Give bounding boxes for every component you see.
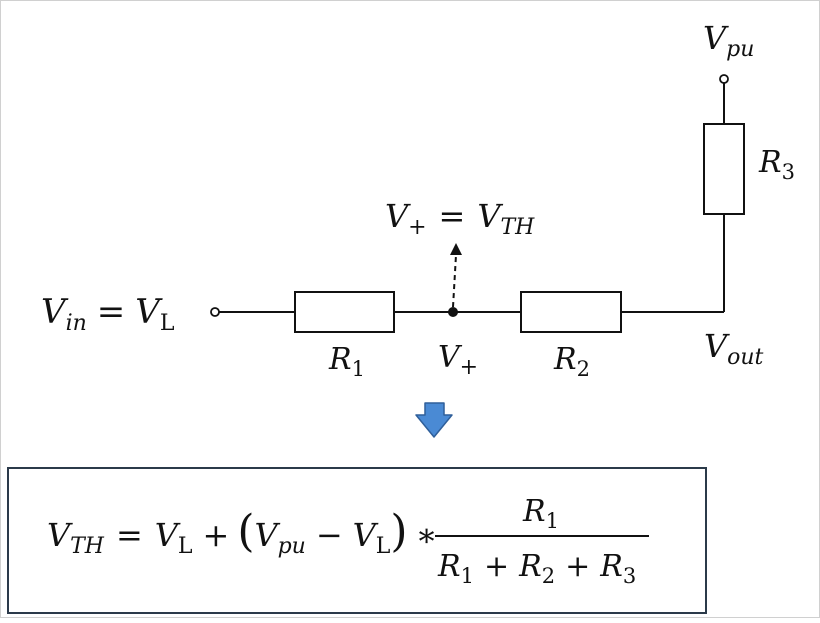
formula-fraction: R1 R1+R2+R3 [435, 494, 649, 588]
resistor-r3 [703, 123, 745, 215]
svg-text:R1: R1 [328, 342, 365, 381]
svg-text:R2: R2 [553, 342, 590, 381]
terminal-vpu [719, 74, 729, 84]
terminal-vin [210, 307, 220, 317]
label-r3: R3 [758, 145, 795, 184]
label-r2: R2 [553, 342, 590, 381]
svg-text:V+: V+ [438, 340, 478, 380]
wires [219, 83, 725, 313]
label-vplus-eq-vth: V+=VTH [385, 197, 535, 240]
label-vpu: Vpu [703, 19, 754, 62]
svg-text:Vpu: Vpu [703, 19, 754, 62]
svg-text:Vout: Vout [704, 327, 764, 370]
fraction-denominator: R1+R2+R3 [437, 549, 636, 588]
svg-text:Vin=VL: Vin=VL [41, 292, 175, 336]
label-vout: Vout [704, 327, 764, 370]
formula-equation: VTH=VL+(Vpu−VL)∗ [47, 506, 437, 559]
resistor-r1 [294, 291, 395, 333]
resistor-r2 [520, 291, 622, 333]
svg-text:VTH=VL+(Vpu−VL)∗: VTH=VL+(Vpu−VL)∗ [47, 506, 437, 559]
probe-dashed-line [452, 254, 457, 308]
down-arrow-icon [415, 402, 453, 438]
svg-text:R3: R3 [758, 145, 795, 184]
label-vin-eq-vl: Vin=VL [41, 292, 175, 336]
fraction-numerator: R1 [522, 494, 559, 533]
probe-arrowhead [450, 243, 462, 255]
node-vplus [448, 307, 458, 317]
formula-box [7, 467, 707, 614]
label-r1: R1 [328, 342, 365, 381]
label-vplus: V+ [438, 340, 478, 380]
svg-text:V+=VTH: V+=VTH [385, 197, 535, 240]
